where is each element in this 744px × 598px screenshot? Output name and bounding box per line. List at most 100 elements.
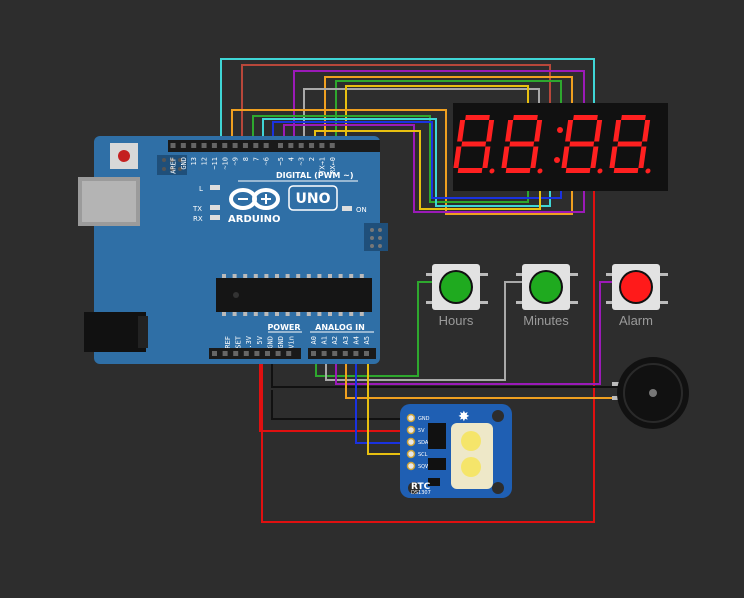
wire-gray-minutes[interactable]	[325, 281, 522, 381]
segment-c	[530, 146, 539, 168]
wire-orange[interactable]	[231, 109, 573, 215]
seven-segment-display[interactable]	[453, 103, 668, 191]
digital-pin-hole[interactable]	[298, 143, 304, 148]
digital-pin-hole[interactable]	[232, 143, 238, 148]
button-leg	[516, 273, 524, 276]
icsp-right	[364, 223, 388, 251]
digital-pin-hole[interactable]	[222, 143, 228, 148]
wire-black-rtc[interactable]	[271, 390, 405, 420]
digital-pin-hole[interactable]	[278, 143, 283, 148]
segment-a	[621, 115, 646, 120]
power-pin-label: RESET	[235, 335, 243, 357]
segment-e	[561, 146, 570, 168]
button-leg	[660, 301, 668, 304]
button-leg	[480, 301, 488, 304]
wire-gray-top[interactable]	[303, 88, 540, 140]
segment-f	[457, 120, 466, 142]
wire-orange-buzzer[interactable]	[345, 352, 624, 399]
wire-orange-top[interactable]	[324, 76, 573, 140]
analog-pin-hole[interactable]	[311, 351, 316, 356]
rtc-pin[interactable]	[406, 413, 416, 423]
chip-leg	[317, 274, 322, 278]
digital-header-label: DIGITAL (PWM ~)	[276, 171, 354, 180]
power-pin-hole[interactable]	[222, 351, 228, 356]
rtc-pin[interactable]	[406, 437, 416, 447]
led-tx-label: TX	[192, 205, 202, 213]
digital-pin-hole[interactable]	[288, 143, 294, 148]
digital-pin-label: ~10	[221, 157, 229, 170]
pushbutton-alarm[interactable]	[606, 264, 668, 310]
power-pin-hole[interactable]	[233, 351, 239, 356]
buzzer[interactable]	[612, 357, 689, 429]
wire-cyan-2[interactable]	[262, 118, 551, 207]
power-jack	[84, 312, 146, 352]
button-leg	[570, 273, 578, 276]
decimal-point	[597, 168, 603, 174]
chip-leg	[296, 312, 301, 316]
analog-pin-label: A4	[352, 336, 360, 344]
digital-pin-label: ~3	[298, 157, 306, 165]
power-pin-hole[interactable]	[286, 351, 292, 356]
rtc-title: RTC	[411, 482, 431, 492]
rtc-pin-label: SCL	[418, 452, 428, 458]
analog-pin-hole[interactable]	[353, 351, 359, 356]
power-pin-label: IOREF	[224, 336, 232, 357]
digital-pin-hole[interactable]	[191, 143, 197, 148]
wire-blue-sda[interactable]	[355, 352, 405, 444]
wire-yellow[interactable]	[314, 130, 541, 210]
button-cap[interactable]	[441, 272, 471, 302]
analog-pin-hole[interactable]	[332, 351, 338, 356]
power-pin-hole[interactable]	[254, 351, 260, 356]
wire-purple[interactable]	[283, 124, 585, 213]
star-icon: ✸	[458, 409, 470, 425]
rtc-pin[interactable]	[406, 461, 416, 471]
rtc-pin[interactable]	[406, 425, 416, 435]
wire-purple-top[interactable]	[293, 70, 585, 140]
pushbutton-hours[interactable]	[426, 264, 488, 310]
segment-b	[594, 120, 603, 142]
power-pin-hole[interactable]	[265, 351, 270, 356]
power-pin-hole[interactable]	[275, 351, 281, 356]
digital-pin-hole[interactable]	[309, 143, 315, 148]
segment-a	[513, 115, 538, 120]
power-pin-hole[interactable]	[212, 351, 217, 356]
led-rx	[210, 215, 220, 220]
analog-pin-label: A0	[310, 336, 318, 344]
segment-b	[642, 120, 651, 142]
digital-pin-hole[interactable]	[201, 143, 207, 148]
wire-blue[interactable]	[272, 121, 562, 199]
digital-pin-hole[interactable]	[211, 143, 217, 148]
digital-pin-hole[interactable]	[180, 143, 186, 148]
digital-header	[168, 140, 380, 152]
power-pin-hole[interactable]	[243, 351, 249, 356]
analog-pin-hole[interactable]	[364, 351, 369, 356]
analog-pin-hole[interactable]	[321, 351, 327, 356]
led-tx	[210, 205, 220, 210]
analog-pin-hole[interactable]	[342, 351, 348, 356]
button-cap[interactable]	[621, 272, 651, 302]
digital-pin-hole[interactable]	[329, 143, 335, 148]
wire-yellow-scl[interactable]	[367, 352, 405, 455]
pushbutton-minutes[interactable]	[516, 264, 578, 310]
wire-green-hours[interactable]	[315, 281, 432, 377]
digital-pin-hole[interactable]	[319, 143, 325, 148]
wire-purple-alarm[interactable]	[335, 281, 612, 385]
wire-yellow-top[interactable]	[345, 85, 529, 140]
chip-leg	[306, 274, 311, 278]
rtc-pin[interactable]	[406, 449, 416, 459]
digital-pin-hole[interactable]	[263, 143, 269, 148]
digital-pin-hole[interactable]	[242, 143, 248, 148]
wire-cyan[interactable]	[220, 58, 595, 140]
digital-pin-hole[interactable]	[170, 143, 176, 148]
digital-pin-hole[interactable]	[253, 143, 259, 148]
wire-brown[interactable]	[241, 64, 551, 140]
wire-red-5v[interactable]	[261, 183, 595, 523]
power-pin-label: 5V	[256, 335, 264, 344]
button-cap[interactable]	[531, 272, 561, 302]
digital-pin-label: ~6	[263, 157, 271, 165]
button-leg	[570, 301, 578, 304]
analog-pin-label: A1	[321, 336, 329, 344]
